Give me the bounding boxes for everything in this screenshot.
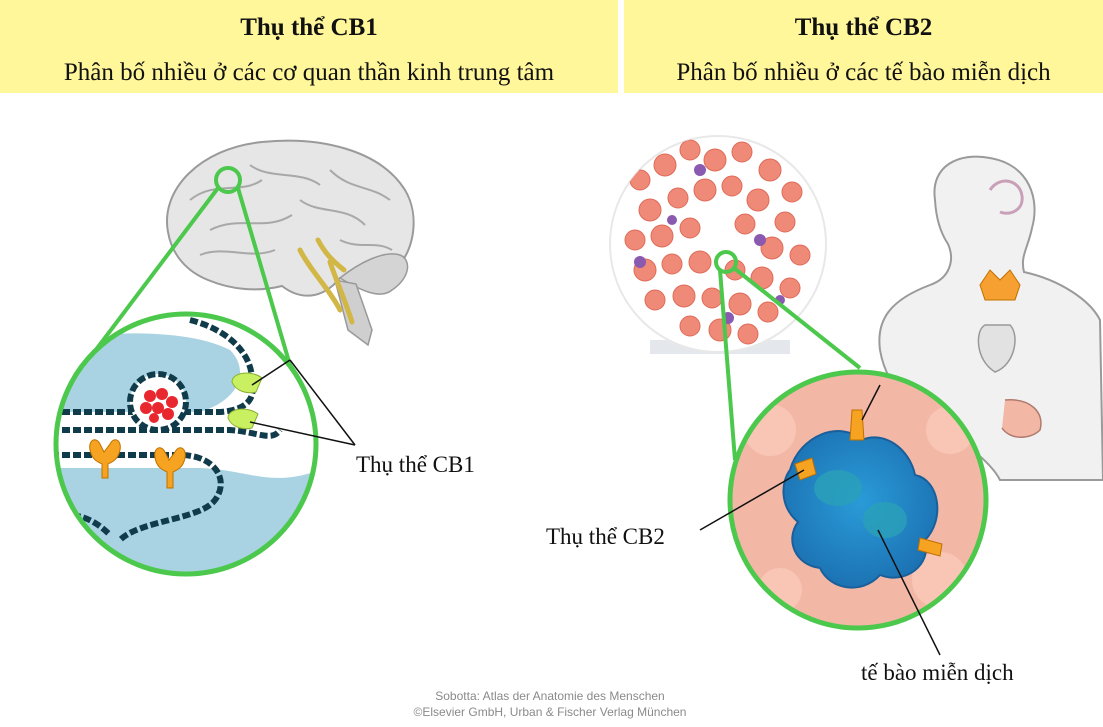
orange-receptors [89, 439, 186, 489]
cb1-synapse-detail [53, 311, 319, 577]
cb2-header: Thụ thể CB2 Phân bố nhiều ở các tế bào m… [624, 0, 1103, 93]
cb1-header: Thụ thể CB1 Phân bố nhiều ở các cơ quan … [0, 0, 618, 93]
credit-line-2: ©Elsevier GmbH, Urban & Fischer Verlag M… [413, 705, 687, 719]
cb2-immune-cell-detail [727, 369, 989, 631]
cb2-pointer-lines [699, 384, 941, 656]
cb1-pointer-lines [249, 359, 356, 446]
cb1-receptor-label: Thụ thể CB1 [356, 452, 475, 477]
cb1-subtitle: Phân bố nhiều ở các cơ quan thần kinh tr… [63, 59, 555, 86]
cb1-title: Thụ thể CB1 [240, 14, 378, 41]
cb2-receptor-shapes [794, 409, 943, 557]
cb2-subtitle: Phân bố nhiều ở các tế bào miễn dịch [676, 59, 1051, 86]
image-credit: Sobotta: Atlas der Anatomie des Menschen… [330, 688, 770, 720]
credit-line-1: Sobotta: Atlas der Anatomie des Menschen [435, 689, 665, 703]
immune-cell-label: tế bào miễn dịch [861, 660, 1014, 685]
blood-smear [609, 135, 827, 354]
cb2-receptor-label: Thụ thể CB2 [546, 524, 665, 549]
ligand-cluster [140, 388, 178, 423]
brain-illustration [165, 139, 415, 347]
cb2-zoom-lines [714, 250, 862, 461]
cb1-zoom-lines [90, 166, 294, 373]
cb2-title: Thụ thể CB2 [794, 14, 933, 41]
cb1-receptor-shapes [227, 372, 263, 430]
